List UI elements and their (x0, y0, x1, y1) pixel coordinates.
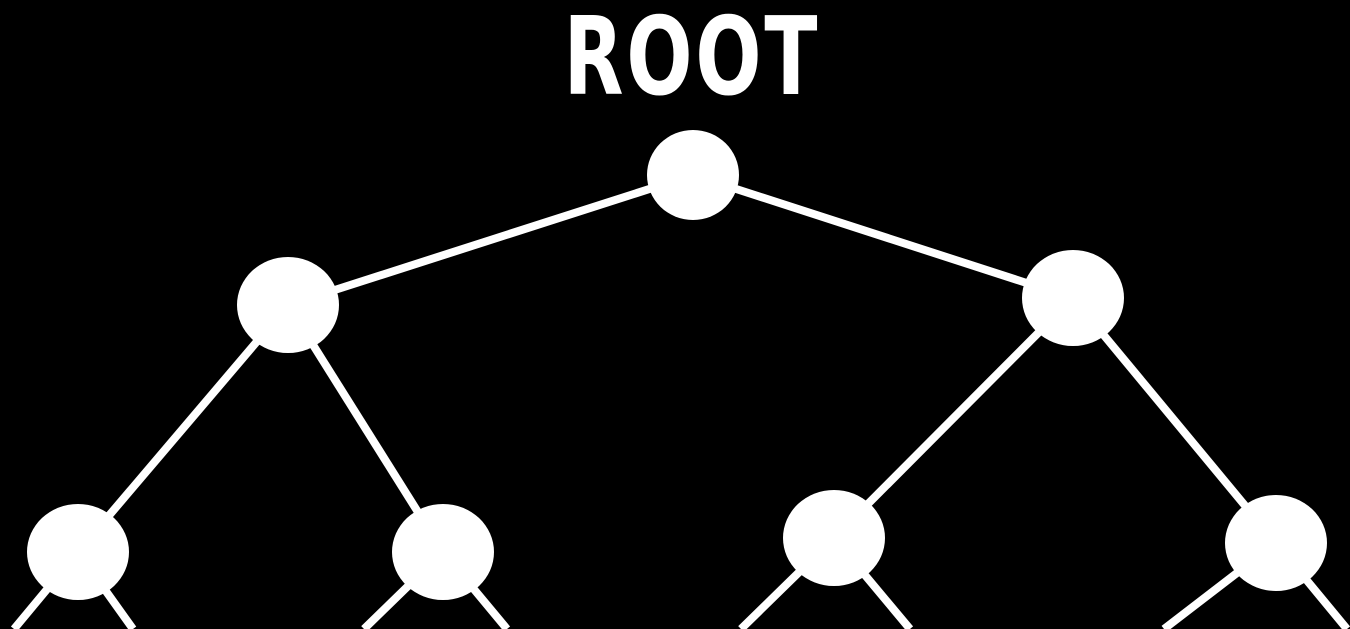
node-left-right (392, 504, 494, 600)
diagram-title: ROOT (563, 0, 821, 120)
edge-right-rightright (1069, 295, 1280, 546)
node-root (647, 130, 739, 220)
node-left-left (27, 504, 129, 600)
edge-left-leftleft (74, 302, 292, 555)
edge-root-right (691, 171, 1075, 302)
tree-nodes (27, 130, 1327, 600)
edge-root-left (286, 171, 695, 309)
tree-edges (10, 171, 1350, 629)
node-right-right (1225, 495, 1327, 591)
node-right (1022, 250, 1124, 346)
node-right-left (783, 490, 885, 586)
edge-right-rightleft (831, 295, 1076, 541)
node-left (237, 257, 339, 353)
